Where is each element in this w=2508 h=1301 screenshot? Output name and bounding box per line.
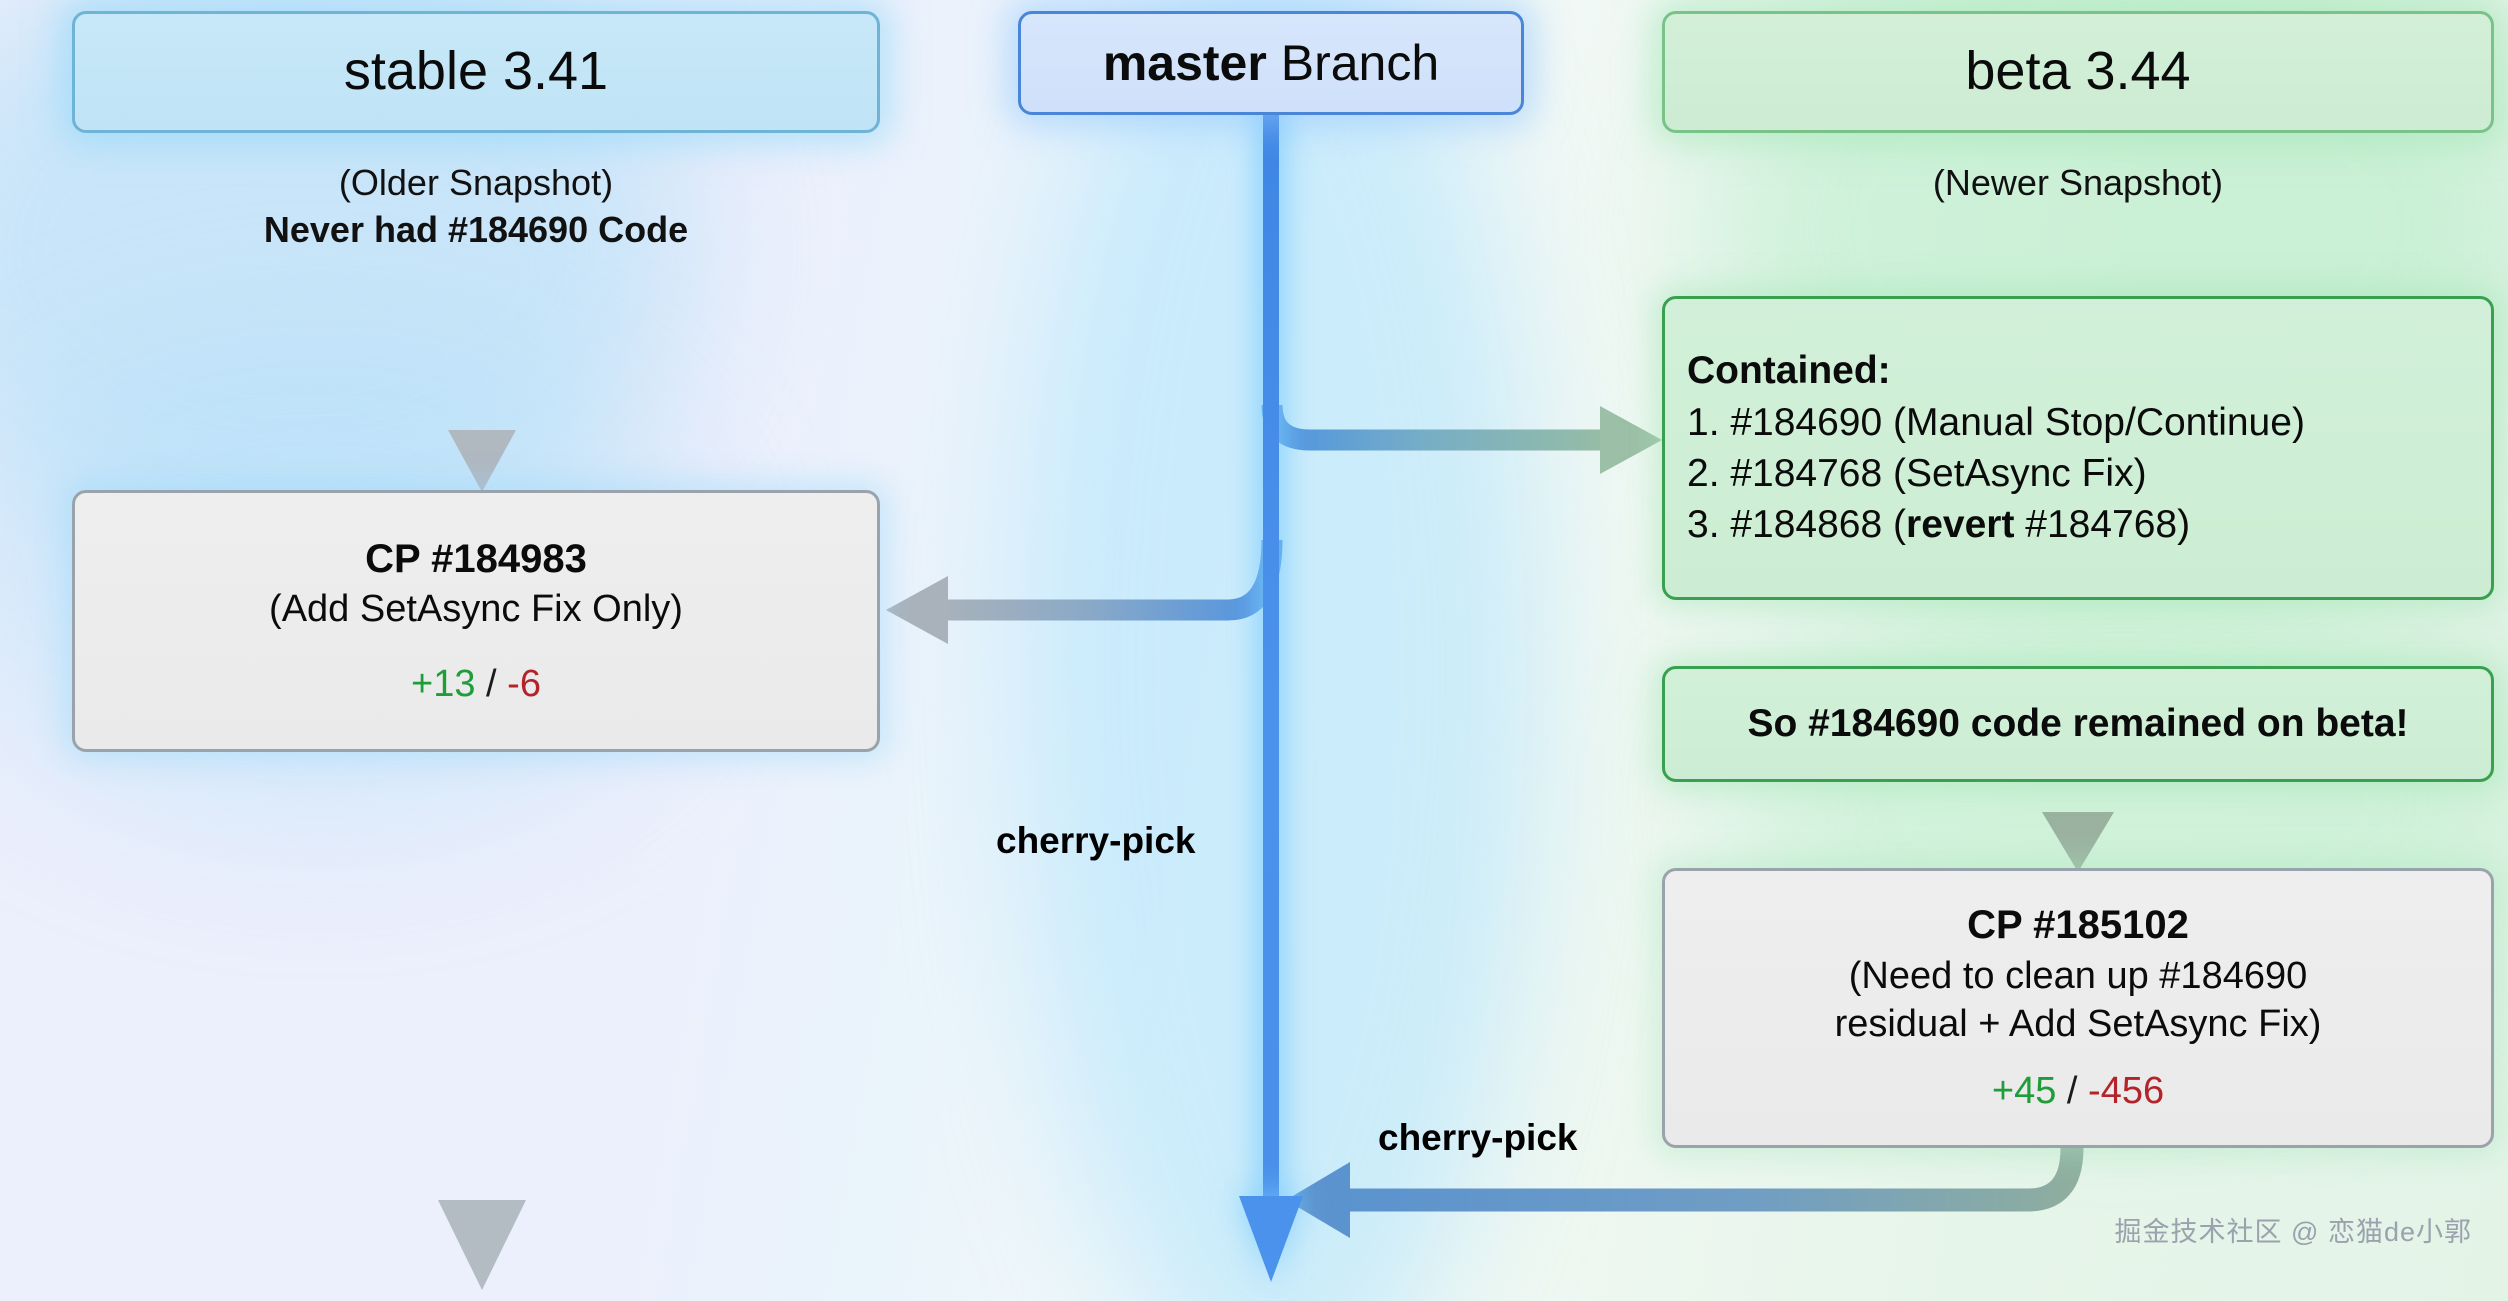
contained-body: Contained: 1. #184690 (Manual Stop/Conti… (1665, 345, 2491, 551)
cp-184983-title: CP #184983 (365, 536, 587, 581)
branch-header-beta-label: beta 3.44 (1965, 41, 2191, 102)
watermark: 掘金技术社区 @ 恋猫de小郭 (2114, 1217, 2472, 1247)
cp-184983-subtitle: (Add SetAsync Fix Only) (269, 587, 683, 630)
contained-item-3-prefix: 3. #184868 ( (1687, 503, 1907, 547)
master-branch-line (1263, 112, 1279, 1202)
contained-item-2: 2. #184768 (SetAsync Fix) (1687, 452, 2147, 495)
contained-heading: Contained: (1687, 349, 1891, 393)
cp-184983-added: +13 (411, 662, 476, 705)
stable-caption-line2: Never had #184690 Code (263, 208, 689, 250)
edge-stable-continue (438, 752, 526, 1290)
edge-label-cherry-pick-top: cherry-pick (996, 820, 1196, 861)
edge-beta-to-master-cherrypick (1286, 1147, 2084, 1238)
beta-caption-line1: (Newer Snapshot) (1932, 162, 2224, 203)
branch-header-stable[interactable]: stable 3.41 (72, 11, 880, 133)
branch-header-master-rest: Branch (1266, 35, 1440, 91)
cp-185102-title: CP #185102 (1967, 903, 2189, 948)
contained-item-1: 1. #184690 (Manual Stop/Continue) (1687, 400, 2305, 444)
contained-item-3: 3. #184868 (revert #184768) (1687, 499, 2469, 550)
beta-caption: (Newer Snapshot) (1662, 160, 2494, 207)
cp-184983-diffstat: +13 / -6 (411, 660, 541, 709)
cp-185102-removed: -456 (2088, 1069, 2165, 1112)
cp-185102-subtitle-line2: residual + Add SetAsync Fix) (1834, 1003, 2322, 1046)
contained-item-3-suffix: #184768) (2014, 503, 2191, 547)
branch-header-beta[interactable]: beta 3.44 (1662, 11, 2494, 133)
branch-header-master-bold: master (1102, 35, 1267, 91)
cp-184983-removed: -6 (507, 662, 541, 705)
node-cp-185102[interactable]: CP #185102 (Need to clean up #184690 res… (1662, 868, 2494, 1148)
edge-remark-to-cp185102 (2042, 782, 2114, 872)
node-cp-184983[interactable]: CP #184983 (Add SetAsync Fix Only) +13 /… (72, 490, 880, 752)
stable-caption: (Older Snapshot) Never had #184690 Code (72, 160, 880, 254)
glow-master-column (1020, 0, 1540, 1301)
stable-caption-line1: (Older Snapshot) (338, 162, 614, 203)
cp-185102-diffstat: +45 / -456 (1992, 1067, 2164, 1116)
branch-header-stable-label: stable 3.41 (343, 41, 609, 102)
edge-stable-to-cp184983 (448, 309, 516, 492)
branch-header-master-label: master Branch (1103, 31, 1439, 95)
cp-185102-added: +45 (1991, 1069, 2057, 1112)
node-contained[interactable]: Contained: 1. #184690 (Manual Stop/Conti… (1662, 296, 2494, 600)
cp-185102-subtitle-line1: (Need to clean up #184690 (1848, 954, 2308, 997)
cp-185102-separator: / (2066, 1069, 2078, 1112)
edge-master-to-beta (1261, 404, 1662, 474)
node-remark[interactable]: So #184690 code remained on beta! (1662, 666, 2494, 782)
remark-text: So #184690 code remained on beta! (1747, 702, 2409, 746)
edge-label-cherry-pick-bottom: cherry-pick (1378, 1117, 1578, 1158)
contained-item-3-revert: revert (1906, 503, 2015, 547)
master-branch-arrowhead (1239, 1196, 1303, 1282)
branch-header-master[interactable]: master Branch (1018, 11, 1524, 115)
edge-master-to-stable-cherrypick (886, 539, 1283, 644)
cp-184983-separator: / (486, 662, 497, 705)
